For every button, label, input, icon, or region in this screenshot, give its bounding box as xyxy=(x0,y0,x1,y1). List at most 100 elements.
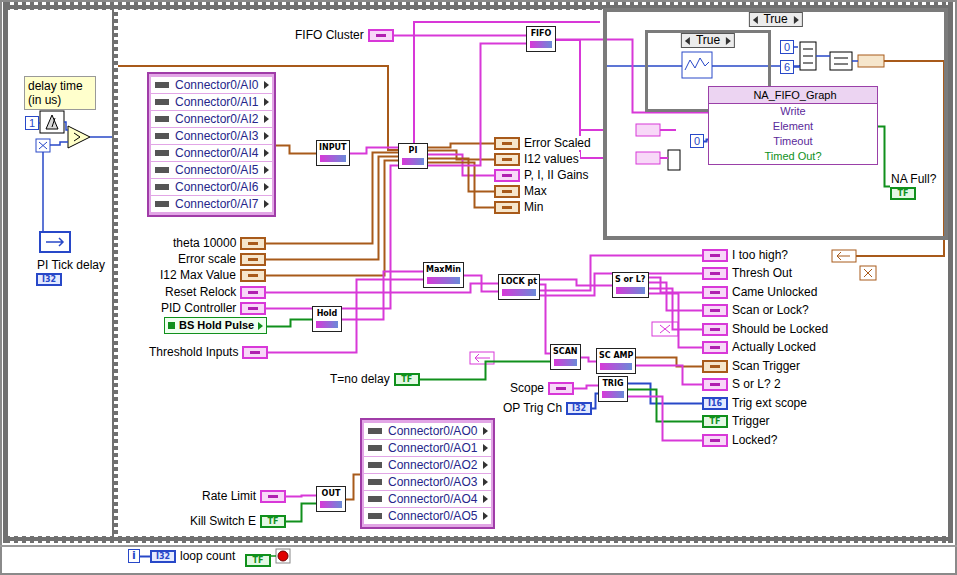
metronome-symbol xyxy=(46,115,58,129)
terminal-glyph: TF xyxy=(890,187,916,200)
terminal-icon xyxy=(702,249,728,262)
terminal-icon xyxy=(702,267,728,280)
wire xyxy=(266,166,398,309)
graph-icon xyxy=(682,52,712,78)
wait-icon xyxy=(40,111,64,133)
terminal-label: Reset Relock xyxy=(164,285,237,299)
io-channel: Connector0/AI6 xyxy=(151,179,272,195)
indicator-terminal: Should be Locked xyxy=(702,322,829,336)
terminal-label: PID Controller xyxy=(160,301,237,315)
node-text: FIFO xyxy=(531,29,552,38)
io-channel: Connector0/AI4 xyxy=(151,145,272,161)
terminal-label: Locked? xyxy=(731,433,778,447)
constant: 6 xyxy=(780,60,794,74)
wire xyxy=(556,40,606,130)
node-text: LOCK pt xyxy=(501,277,537,286)
io-channel: Connector0/AO4 xyxy=(364,491,491,507)
wire xyxy=(266,161,398,276)
terminal-label: Should be Locked xyxy=(731,322,829,336)
indicator-terminal: Max xyxy=(494,184,548,198)
wire xyxy=(607,65,800,67)
terminal-label: Max xyxy=(523,184,548,198)
indicator-terminal: P, I, II Gains xyxy=(494,168,589,182)
control-terminal: FIFO Cluster xyxy=(294,28,394,42)
wire xyxy=(118,66,398,150)
subvi-icon: FIFO xyxy=(526,26,556,52)
method-row: Timeout xyxy=(709,134,877,149)
case-structure: TrueTrue06NA_FIFO_GraphWriteElementTimeo… xyxy=(603,8,948,240)
node-text: 0 xyxy=(784,41,790,53)
wire xyxy=(581,358,596,362)
wire xyxy=(574,386,598,389)
terminal-label: PI Tick delay xyxy=(36,258,106,272)
terminal-label: theta 10000 xyxy=(172,236,237,250)
terminal-icon xyxy=(494,185,520,198)
constant: 0 xyxy=(780,40,794,54)
index-array xyxy=(636,152,660,164)
terminal-label: Scan Trigger xyxy=(731,359,801,373)
case-selector: True xyxy=(748,12,802,27)
terminal-label: Error scale xyxy=(177,252,237,266)
case-selector: True xyxy=(681,33,735,48)
terminal-label: Actually Locked xyxy=(731,340,817,354)
node-name: NA_FIFO_Graph xyxy=(709,87,877,104)
fifo-method-node: NA_FIFO_GraphWriteElementTimeoutTimed Ou… xyxy=(708,86,878,165)
terminal-icon xyxy=(242,346,268,359)
control-terminal: OP Trig ChI32 xyxy=(502,401,592,415)
indicator-terminal: TFTrigger xyxy=(702,414,771,428)
subvi-icon: LOCK pt xyxy=(498,274,540,300)
terminal-glyph: I32 xyxy=(566,402,592,415)
control-terminal: Scope xyxy=(509,381,574,395)
terminal-glyph: I32 xyxy=(36,273,62,286)
terminal-label: Rate Limit xyxy=(201,489,257,503)
terminal: NA Full?TF xyxy=(890,172,937,200)
indicator-terminal: Error Scaled xyxy=(494,136,592,150)
terminal-icon xyxy=(494,169,520,182)
terminal-label: Trig ext scope xyxy=(731,396,808,410)
node-text: Hold xyxy=(317,309,338,318)
terminal-icon xyxy=(240,269,266,282)
method-row: Element xyxy=(709,119,877,134)
build-array xyxy=(800,42,816,70)
node-text: TRIG xyxy=(602,379,623,388)
terminal-label: Min xyxy=(523,200,544,214)
control-terminal: T=no delayTF xyxy=(329,372,420,386)
wire xyxy=(628,397,702,441)
control-terminal: Error scale xyxy=(177,252,266,266)
indicator-terminal: Scan or Lock? xyxy=(702,303,810,317)
terminal-icon xyxy=(240,302,266,315)
wire xyxy=(649,289,702,330)
node-text: SCAN xyxy=(553,347,578,356)
compare-symbol xyxy=(74,133,80,141)
build-array-symbol xyxy=(834,58,848,64)
wire xyxy=(628,384,702,404)
terminal-icon xyxy=(494,153,520,166)
node-text: PI xyxy=(409,146,418,155)
io-node: Connector0/AO0Connector0/AO1Connector0/A… xyxy=(360,418,495,529)
feedback-node xyxy=(832,250,856,262)
terminal-label: I too high? xyxy=(731,248,789,262)
node-text: OUT xyxy=(322,489,341,498)
terminal-label: NA Full? xyxy=(890,172,937,186)
wire xyxy=(394,35,526,37)
wire xyxy=(660,130,676,158)
indicator-terminal: I12 values xyxy=(494,152,580,166)
wire xyxy=(464,276,498,292)
io-node: Connector0/AI0Connector0/AI1Connector0/A… xyxy=(147,72,276,217)
wire xyxy=(649,278,702,293)
subvi-icon: PI xyxy=(398,143,428,169)
wire xyxy=(140,556,150,558)
multiply-symbol xyxy=(660,325,670,333)
wire xyxy=(266,157,398,260)
compare-node xyxy=(68,126,90,148)
wire xyxy=(267,320,312,327)
terminal-label: loop count xyxy=(179,549,236,563)
node-text: SC AMP xyxy=(599,351,633,360)
terminal-glyph: TF xyxy=(394,373,420,386)
subvi-icon: Hold xyxy=(312,306,342,332)
terminal-label: I12 Max Value xyxy=(159,268,237,282)
terminal-glyph: I32 xyxy=(150,550,176,563)
subvi-icon: MaxMin xyxy=(423,262,464,288)
